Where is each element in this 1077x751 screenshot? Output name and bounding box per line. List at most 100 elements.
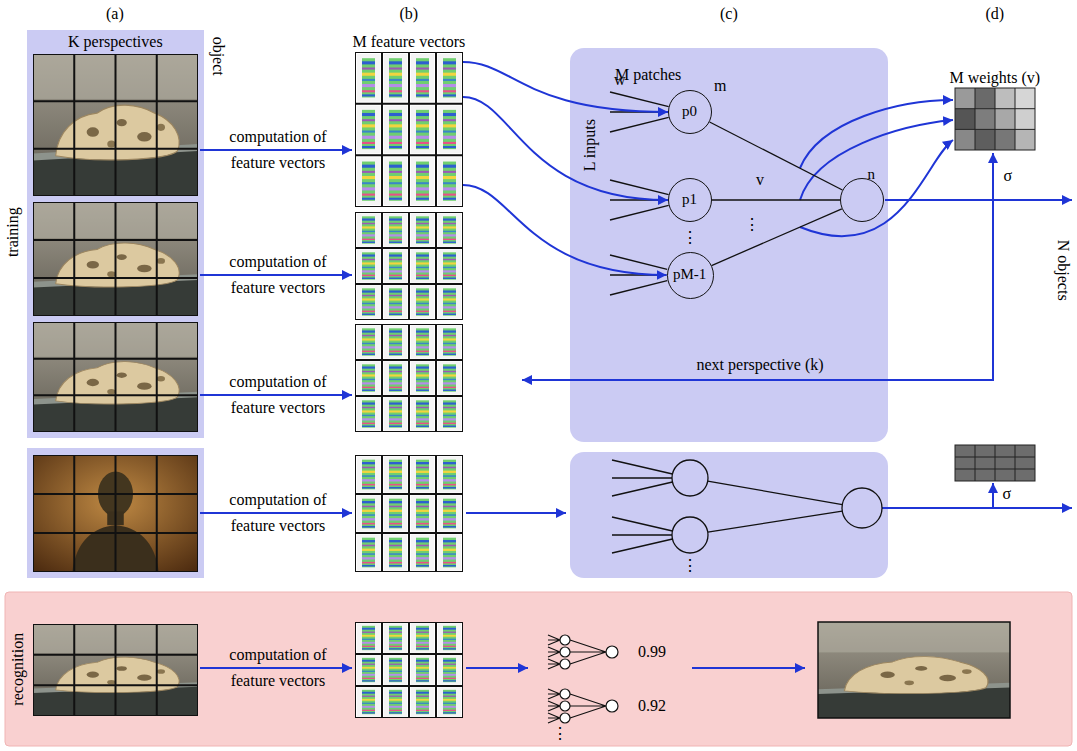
neuron-label-holder: pM-1: [673, 266, 706, 283]
grid-heading: M feature vectors: [353, 33, 466, 50]
score-value-holder: 0.99: [638, 643, 666, 661]
column-letter-holder: (a): [106, 5, 124, 23]
weight-grid-lines: [955, 88, 1035, 481]
step-label: computation of feature vectors: [229, 128, 326, 171]
step-label: computation of feature vectors: [229, 253, 326, 296]
feature-grid: M feature vectors: [355, 52, 463, 207]
step-label: computation of feature vectors: [229, 373, 326, 416]
side-label: object: [209, 37, 226, 76]
sigma-symbol-holder: σ: [1003, 485, 1012, 503]
weight-grid-cells: [955, 88, 1035, 481]
ellipsis-holder: ⋮: [552, 725, 568, 743]
score-value: 0.92: [638, 697, 666, 714]
training-panel-fill: [27, 30, 204, 438]
network-panel-fill: [570, 48, 888, 442]
column-letter: (c): [720, 5, 738, 22]
ellipsis: ⋮: [682, 229, 698, 246]
weight-grid: M weights (v): [955, 88, 1035, 150]
sigma-symbol: σ: [1003, 485, 1012, 502]
recognition-band: recognition: [5, 592, 1072, 746]
input-line: [610, 117, 669, 132]
ellipsis: ⋮: [682, 557, 698, 574]
ellipsis-holder: ⋮: [682, 557, 698, 575]
step-label-holder: computation of feature vectors: [213, 124, 343, 176]
patch-neuron: p0: [668, 90, 712, 134]
column-letter-holder: (d): [986, 5, 1005, 23]
recognition-band-fill: [5, 592, 1072, 746]
neuron-label: p1: [682, 191, 697, 207]
input-label: L inputs: [581, 119, 598, 171]
neuron-symbol-holder: m: [714, 77, 726, 95]
column-letter-holder: (b): [400, 5, 419, 23]
training-photos: [33, 54, 198, 572]
training-panel: K perspectives: [27, 30, 204, 438]
input-line: [610, 92, 669, 107]
connector: [463, 97, 668, 200]
input-line: [610, 205, 669, 220]
step-label-holder: computation of feature vectors: [213, 487, 343, 539]
ellipsis-holder: ⋮: [682, 229, 698, 247]
column-letter: (d): [986, 5, 1005, 22]
grid-heading-holder: M feature vectors: [353, 33, 466, 51]
ellipsis-holder: ⋮: [744, 216, 760, 234]
band-title: recognition: [9, 633, 26, 706]
patch-neuron: p1: [668, 178, 712, 222]
feature-grids: [355, 52, 463, 718]
panel-title: K perspectives: [68, 33, 163, 50]
network-panel: [570, 452, 888, 578]
neuron-label-holder: n: [868, 166, 876, 183]
column-letter: (b): [400, 5, 419, 22]
patch-neuron: pM-1: [667, 252, 714, 299]
column-letter-holder: (c): [720, 5, 738, 23]
object-panel-fill: [27, 448, 204, 578]
sigma-symbol-holder: σ: [1004, 167, 1013, 185]
sigma-symbol: σ: [1004, 167, 1013, 184]
input-line: [610, 255, 667, 269]
score-value-holder: 0.92: [638, 697, 666, 715]
step-label-holder: computation of feature vectors: [213, 642, 343, 694]
connector: [463, 185, 667, 275]
neuron-label: n: [868, 166, 876, 182]
weight-symbol-holder: w: [614, 71, 626, 89]
recognition-photos: [33, 622, 1010, 718]
ellipsis: ⋮: [744, 216, 760, 233]
side-label-holder: training: [4, 207, 22, 257]
panel-title-holder: K perspectives: [68, 33, 163, 51]
step-label: computation of feature vectors: [229, 646, 326, 689]
side-label: N objects: [1054, 240, 1071, 301]
ellipsis: ⋮: [552, 725, 568, 742]
band-title-holder: recognition: [9, 633, 27, 706]
input-line: [610, 281, 667, 295]
score-value: 0.99: [638, 643, 666, 660]
step-label-holder: computation of feature vectors: [213, 369, 343, 421]
connector: [710, 122, 843, 190]
output-neuron: n: [840, 178, 884, 222]
connector: [712, 199, 840, 200]
blue-arrows: [200, 100, 1072, 668]
grid-heading: M weights (v): [950, 69, 1041, 86]
input-line: [610, 180, 669, 195]
column-letter: (a): [106, 5, 124, 22]
weight-symbol: v: [756, 171, 764, 188]
step-label: computation of feature vectors: [229, 491, 326, 534]
network-sketch: [612, 460, 882, 553]
loop-label: next perspective (k): [697, 356, 824, 373]
side-label-holder: N objects: [1053, 240, 1071, 301]
grid-heading-holder: M weights (v): [950, 69, 1041, 87]
side-label: training: [4, 207, 21, 257]
step-label-holder: computation of feature vectors: [213, 249, 343, 301]
side-label-holder: object: [208, 37, 226, 76]
neuron-label: pM-1: [673, 266, 706, 282]
neuron-symbol: m: [714, 77, 726, 94]
neuron-label-holder: p1: [682, 191, 697, 208]
neuron-label: p0: [682, 103, 697, 119]
neuron-label-holder: p0: [682, 103, 697, 120]
weight-symbol-holder: v: [756, 171, 764, 189]
network-panel: M patchesp0p1pM-1n: [570, 48, 888, 442]
connector: [712, 209, 842, 266]
input-label-holder: L inputs: [581, 119, 599, 171]
